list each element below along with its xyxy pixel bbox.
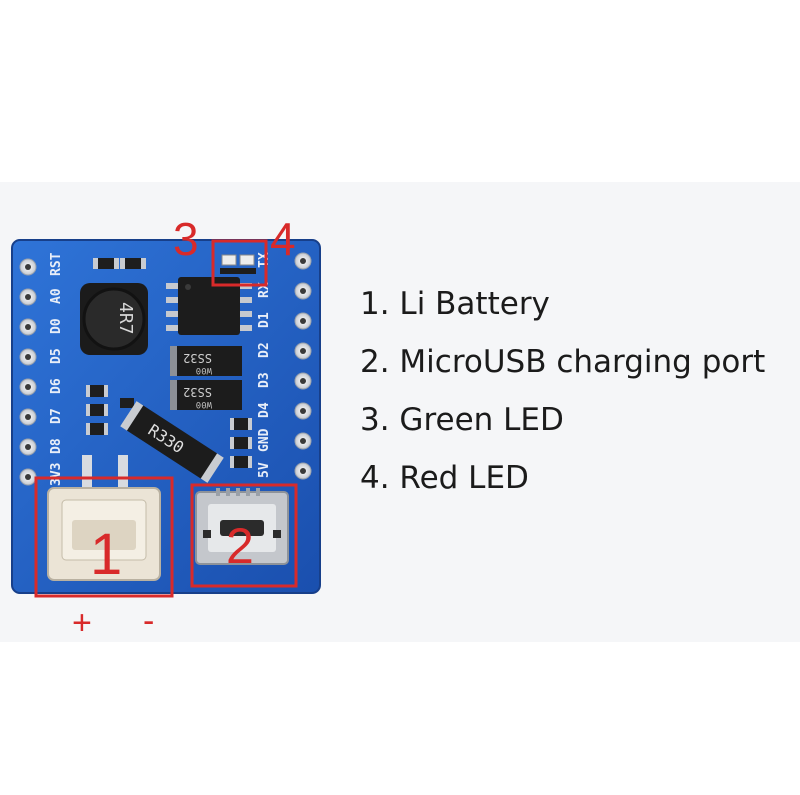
legend-item-usb: 2. MicroUSB charging port [360,344,766,380]
left-pin-pads [19,258,37,486]
pin-label-d4: D4 [257,402,272,418]
red-led-callout-number: 4 [270,213,296,265]
diode-label: SS32 [183,385,212,399]
usb-callout-number: 2 [226,518,254,574]
pin-label-d2: D2 [257,342,272,358]
micro-usb-port [195,488,289,565]
legend-item-green-led: 3. Green LED [360,402,564,438]
legend-item-battery: 1. Li Battery [360,286,550,322]
pin-label-3v3: 3V3 [49,463,64,486]
diode-label: SS32 [183,351,212,365]
diode: SS32 W00 [170,380,242,410]
led-callout-box [211,239,268,287]
smd-resistor [122,258,144,269]
diode-sublabel: W00 [196,365,212,375]
red-led [239,254,255,266]
pin-label-gnd: GND [257,428,272,452]
green-led [221,254,237,266]
plus-sign: + [72,604,92,642]
pin-label-d3: D3 [257,372,272,388]
pin-label-a0: A0 [49,288,64,304]
inductor-label: 4R7 [115,302,136,335]
legend: 1. Li Battery 2. MicroUSB charging port … [360,280,765,512]
pin-label-d8: D8 [49,438,64,454]
pin-label-5v: 5V [257,462,272,478]
battery-callout-box [34,476,174,598]
right-pin-pads [294,252,312,480]
diode-sublabel: W00 [196,399,212,409]
green-led-callout-number: 3 [173,213,199,265]
pin-label-d6: D6 [49,378,64,394]
pin-label-d0: D0 [49,318,64,334]
minus-sign: - [143,602,154,640]
legend-item-red-led: 4. Red LED [360,460,529,496]
diode: SS32 W00 [170,346,242,376]
inductor: 4R7 [80,283,148,355]
pin-label-rst: RST [49,252,64,276]
usb-callout-box [190,483,298,588]
battery-connector [47,455,161,581]
pin-label-d1: D1 [257,312,272,328]
smd-resistor [95,258,117,269]
ic-chip [166,277,252,335]
pin-label-d7: D7 [49,408,64,424]
pin-label-d5: D5 [49,348,64,364]
battery-callout-number: 1 [90,522,122,587]
